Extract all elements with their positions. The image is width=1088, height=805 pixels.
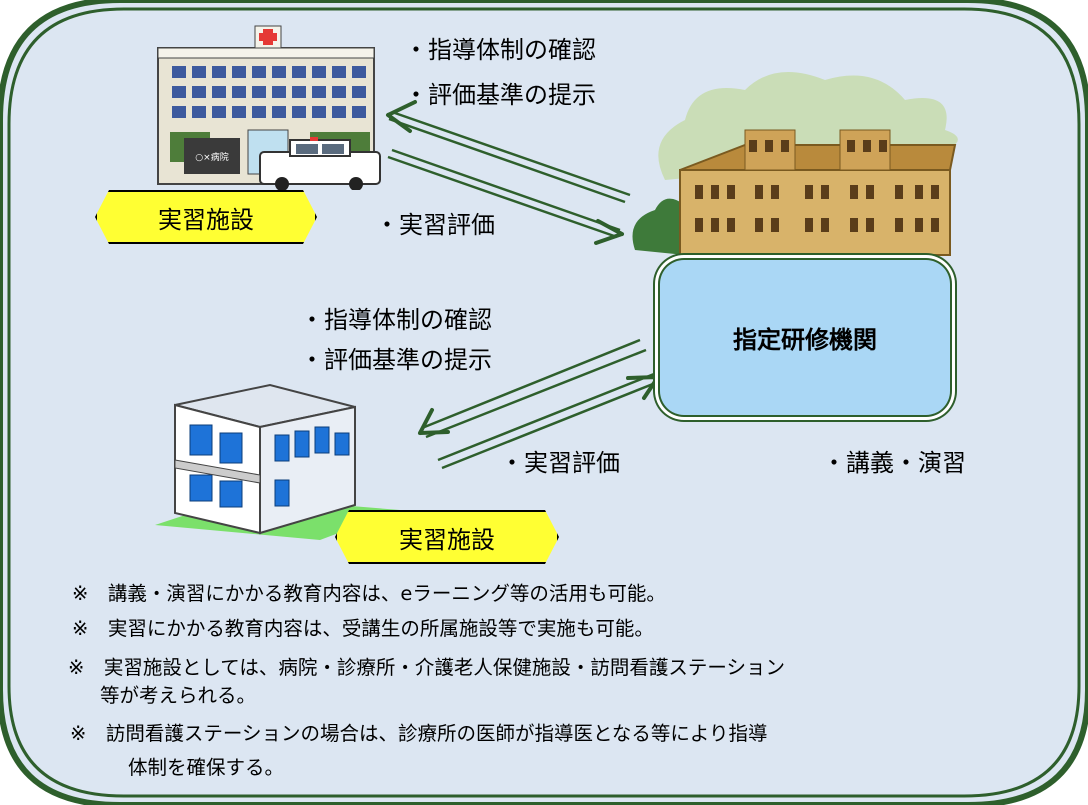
designated-institution-box: 指定研修機関 xyxy=(660,260,950,415)
practice-facility-tag-1: 実習施設 xyxy=(95,190,317,244)
rounded-frame-inner xyxy=(7,7,1081,798)
clinic-icon xyxy=(155,383,400,540)
hospital-label-2: ・評価基準の提示 xyxy=(404,81,596,109)
note-4-cont: 体制を確保する。 xyxy=(128,756,285,779)
arrow-to-institution xyxy=(387,148,621,239)
note-3-cont: 等が考えられる。 xyxy=(100,684,257,707)
note-2: ※ 実習にかかる教育内容は、受講生の所属施設等で実施も可能。 xyxy=(72,617,654,640)
practice-facility-tag-2: 実習施設 xyxy=(335,510,559,564)
hospital-sign: ○×病院 xyxy=(195,151,228,163)
clinic-label-1: ・指導体制の確認 xyxy=(300,306,492,334)
hospital-eval-label: ・実習評価 xyxy=(375,211,495,239)
note-1: ※ 講義・演習にかかる教育内容は、eラーニング等の活用も可能。 xyxy=(72,582,666,605)
arrow-to-hospital xyxy=(388,110,631,204)
note-4: ※ 訪問看護ステーションの場合は、診療所の医師が指導医となる等により指導 xyxy=(70,722,768,745)
note-3: ※ 実習施設としては、病院・診療所・介護老人保健施設・訪問看護ステーション xyxy=(68,656,785,679)
institution-building-icon xyxy=(632,72,958,256)
lecture-label: ・講義・演習 xyxy=(822,449,966,477)
arrow-to-clinic xyxy=(421,338,647,439)
arrow-from-clinic xyxy=(437,372,659,470)
clinic-eval-label: ・実習評価 xyxy=(500,449,620,477)
hospital-icon: ○×病院 xyxy=(157,25,381,190)
clinic-label-2: ・評価基準の提示 xyxy=(300,346,492,374)
hospital-label-1: ・指導体制の確認 xyxy=(404,36,596,64)
